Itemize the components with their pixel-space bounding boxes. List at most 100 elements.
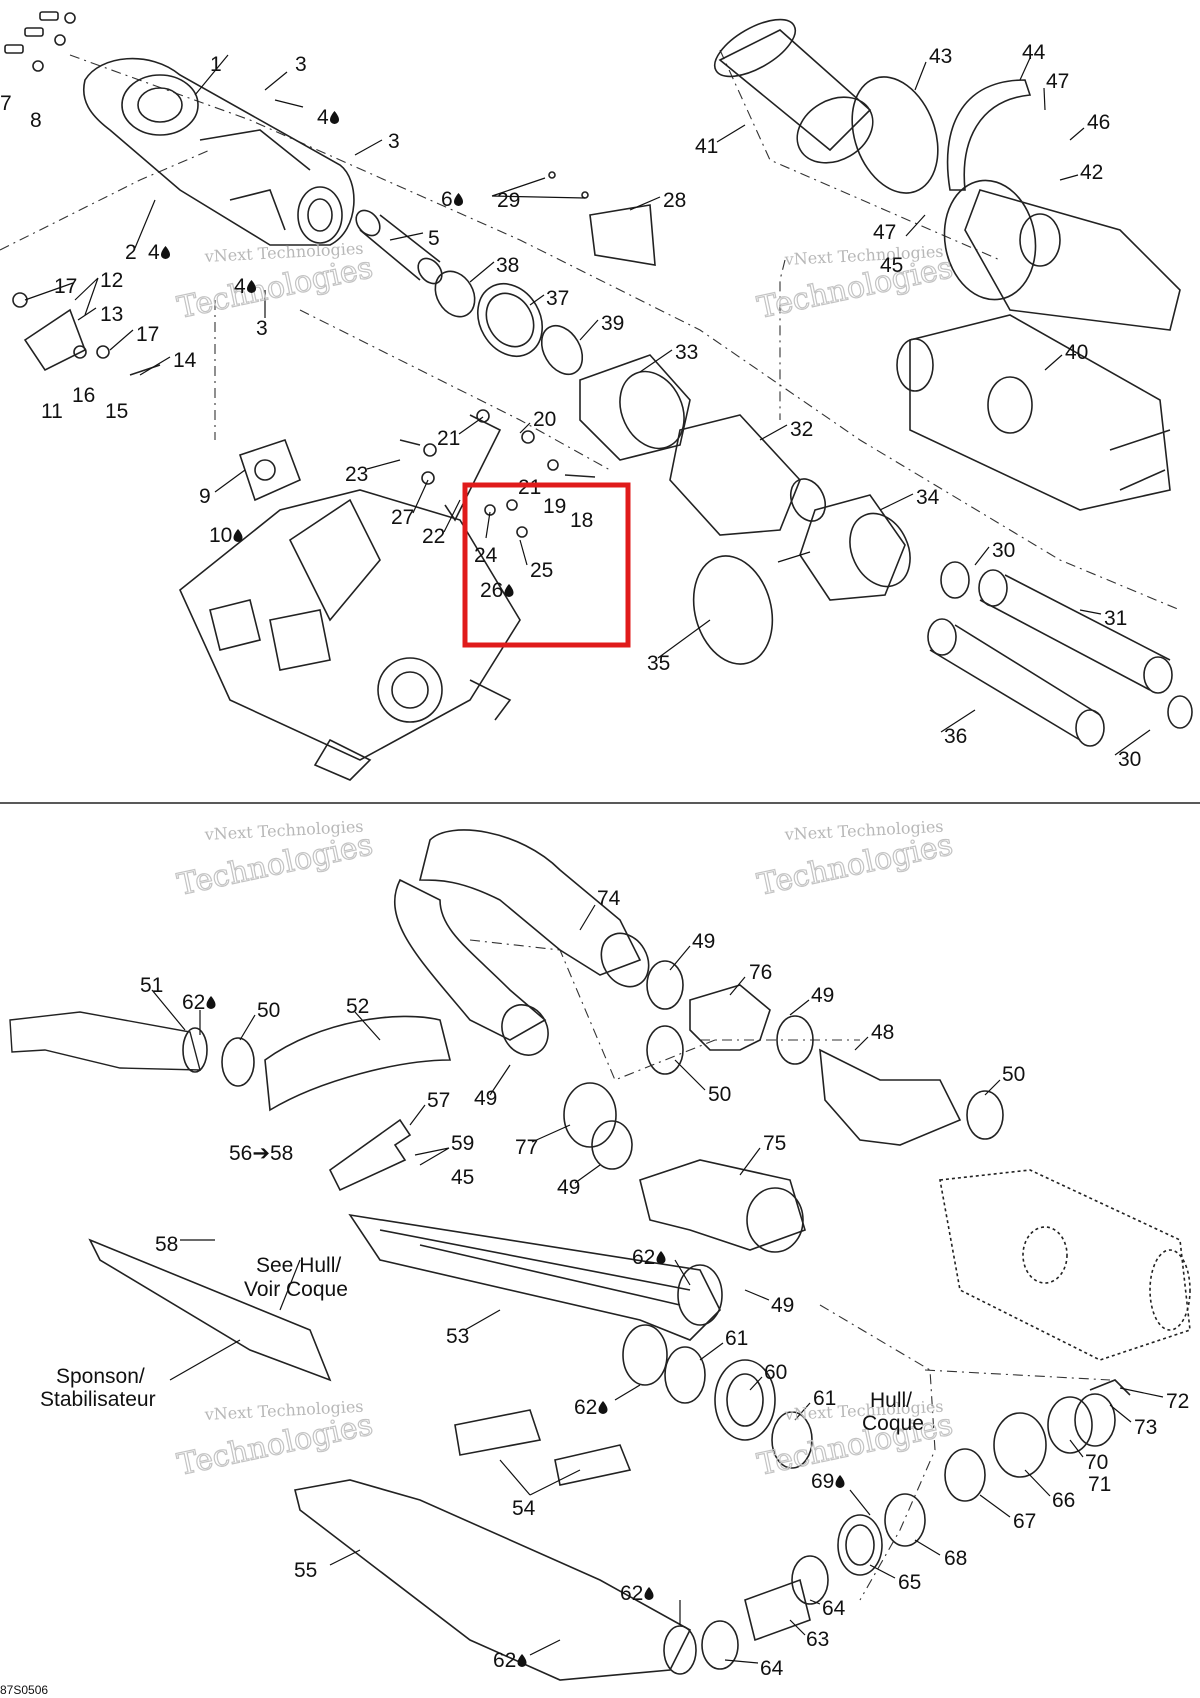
strap-part-44 [946, 79, 1032, 191]
tee-part-76 [646, 960, 814, 1075]
callout-c13: 13 [100, 303, 123, 326]
gasket-part-9 [238, 438, 302, 502]
callout-c7: 7 [0, 92, 12, 115]
callout-c51: 51 [140, 974, 163, 997]
callout-c53: 53 [446, 1325, 469, 1348]
sponson-note-1: Sponson/ [56, 1365, 145, 1388]
callout-c49e: 49 [771, 1294, 794, 1317]
callout-c4c: 4 [234, 275, 246, 298]
callout-c49c: 49 [474, 1087, 497, 1110]
callout-c49d: 49 [557, 1176, 580, 1199]
see-hull-note-2: Voir Coque [244, 1278, 348, 1301]
callout-c22: 22 [422, 525, 445, 548]
oil-drop-icon [247, 280, 256, 293]
diagram-notes: See Hull/ Voir Coque Sponson/ Stabilisat… [0, 1254, 924, 1697]
callout-c55: 55 [294, 1559, 317, 1582]
muffler-parts-32-33 [579, 354, 827, 536]
callout-c40: 40 [1065, 341, 1088, 364]
callout-c10: 10 [209, 524, 232, 547]
pad-part-54a [454, 1409, 542, 1456]
hull-note-1: Hull/ [870, 1389, 912, 1412]
callout-c52: 52 [346, 995, 369, 1018]
callout-c73: 73 [1134, 1416, 1157, 1439]
callout-c3c: 3 [256, 317, 268, 340]
oil-drop-icon [233, 529, 243, 542]
pipe-part-74 [394, 829, 650, 1056]
callout-c68: 68 [944, 1547, 967, 1570]
sponson-rail [88, 1238, 332, 1382]
bottom-section-artwork [9, 829, 1191, 1681]
oil-drop-icon [330, 111, 339, 124]
callout-c61a: 61 [725, 1327, 748, 1350]
callout-c62b: 62 [632, 1246, 655, 1269]
callout-c47a: 47 [1046, 70, 1069, 93]
callout-c11: 11 [41, 400, 63, 423]
hose-part-52 [264, 1015, 452, 1112]
callout-c33: 33 [675, 341, 698, 364]
diagram-code: 87S0506 [0, 1683, 48, 1697]
callout-c20: 20 [533, 408, 556, 431]
callout-c38: 38 [496, 254, 519, 277]
callout-c61b: 61 [813, 1387, 836, 1410]
bracket-part-57 [328, 1118, 412, 1192]
callout-c18: 18 [570, 509, 593, 532]
callout-c39: 39 [601, 312, 624, 335]
callout-c29: 29 [497, 189, 520, 212]
callout-c19: 19 [543, 495, 566, 518]
part-68 [884, 1493, 926, 1547]
callout-c17b: 17 [136, 323, 159, 346]
callout-c70: 70 [1085, 1451, 1108, 1474]
top-leader-lines [24, 54, 1151, 756]
callout-c32: 32 [790, 418, 813, 441]
callout-c2: 2 [125, 241, 137, 264]
callout-c49b: 49 [811, 984, 834, 1007]
callout-c48: 48 [871, 1021, 894, 1044]
heat-shield-part-28 [589, 204, 656, 266]
top-section-artwork [0, 11, 1193, 781]
oil-drop-icon [835, 1475, 845, 1488]
callout-c36: 36 [944, 725, 967, 748]
callout-c62d: 62 [620, 1582, 643, 1605]
bottom-leader-lines [151, 904, 1164, 1664]
engine-block [179, 489, 521, 781]
part-60 [714, 1359, 776, 1441]
part-63 [744, 1578, 811, 1642]
callout-c60: 60 [764, 1361, 787, 1384]
callout-c67: 67 [1013, 1510, 1036, 1533]
oil-drop-icon [206, 996, 216, 1009]
callout-c37: 37 [546, 287, 569, 310]
callout-c25: 25 [530, 559, 553, 582]
clamps-37-39 [434, 270, 584, 376]
oil-drop-icon [454, 193, 463, 206]
pipe-part-55 [294, 1479, 692, 1681]
callout-c66: 66 [1052, 1489, 1075, 1512]
pad-part-54b [554, 1444, 632, 1486]
callout-c21a: 21 [437, 427, 460, 450]
part-64b [791, 1555, 829, 1605]
duct-part-51 [9, 1011, 255, 1087]
callout-c26: 26 [480, 579, 503, 602]
part-71 [1047, 1396, 1093, 1454]
mounting-hardware [399, 409, 596, 538]
callout-c63: 63 [806, 1628, 829, 1651]
oil-drop-icon [644, 1587, 654, 1600]
callout-c43: 43 [929, 45, 952, 68]
callout-c65: 65 [898, 1571, 921, 1594]
sponson-note-2: Stabilisateur [40, 1388, 156, 1411]
callout-c50a: 50 [1002, 1063, 1025, 1086]
callout-c16: 16 [72, 384, 95, 407]
part-61a [664, 1346, 706, 1404]
pipe-part-5 [355, 209, 443, 285]
callout-c5: 5 [428, 227, 440, 250]
callout-c74: 74 [597, 887, 621, 910]
callout-c58: 58 [155, 1233, 178, 1256]
part-66 [993, 1412, 1047, 1478]
callout-c4a: 4 [317, 106, 329, 129]
callout-c42: 42 [1080, 161, 1103, 184]
callout-c9: 9 [199, 485, 211, 508]
bolts-upper-left [4, 11, 76, 72]
callout-c8: 8 [30, 109, 42, 132]
oil-drop-icon [656, 1251, 666, 1264]
callout-c3b: 3 [388, 130, 400, 153]
highlight-box [462, 482, 631, 648]
